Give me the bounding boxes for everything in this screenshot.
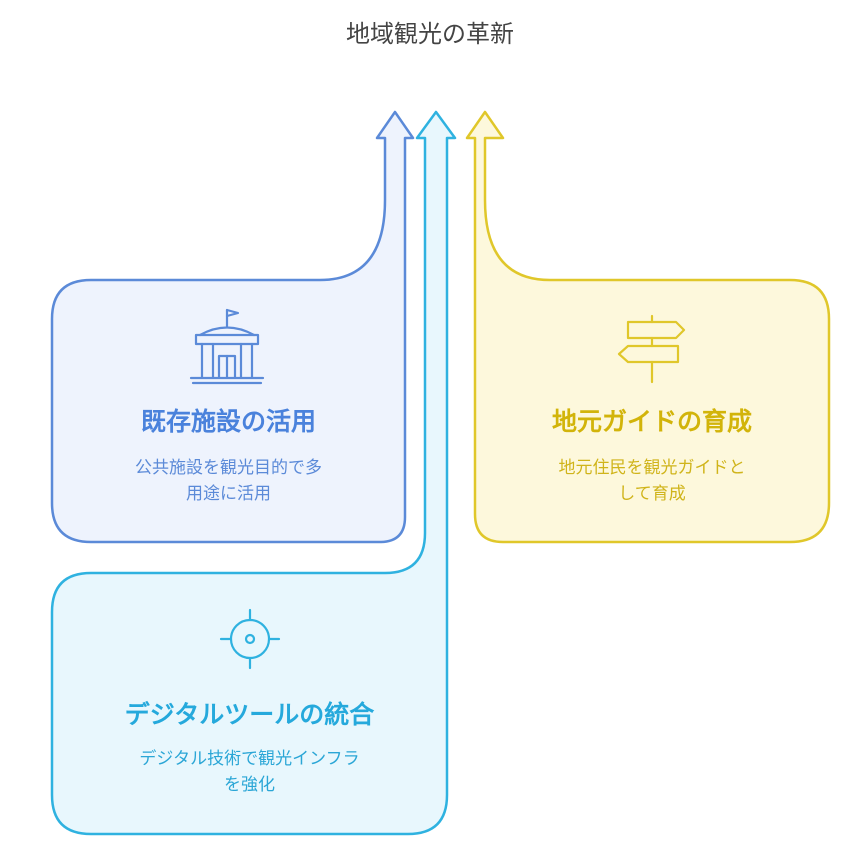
digital-desc-line-1: デジタル技術で観光インフラ — [139, 749, 360, 769]
guides-card-description: 地元住民を観光ガイドと して育成 — [507, 455, 797, 507]
guides-card-arrow-shape — [465, 110, 831, 544]
facilities-desc-line-2: 用途に活用 — [186, 484, 271, 504]
digital-card-arrow-shape — [50, 110, 457, 836]
digital-card-title: デジタルツールの統合 — [124, 700, 375, 729]
guides-desc-line-1: 地元住民を観光ガイドと — [558, 458, 746, 478]
digital-desc-line-2: を強化 — [224, 775, 275, 795]
digital-card-description: デジタル技術で観光インフラ を強化 — [52, 746, 447, 798]
guides-desc-line-2: して育成 — [618, 484, 686, 504]
diagram-title: 地域観光の革新 — [346, 20, 514, 48]
facilities-desc-line-1: 公共施設を観光目的で多 — [135, 458, 322, 478]
facilities-card-description: 公共施設を観光目的で多 用途に活用 — [52, 455, 405, 507]
crosshair-target-icon — [219, 608, 281, 670]
government-building-icon — [189, 308, 265, 385]
guides-card-title: 地元ガイドの育成 — [551, 407, 752, 436]
facilities-card-title: 既存施設の活用 — [140, 407, 316, 436]
signpost-icon — [617, 314, 686, 384]
